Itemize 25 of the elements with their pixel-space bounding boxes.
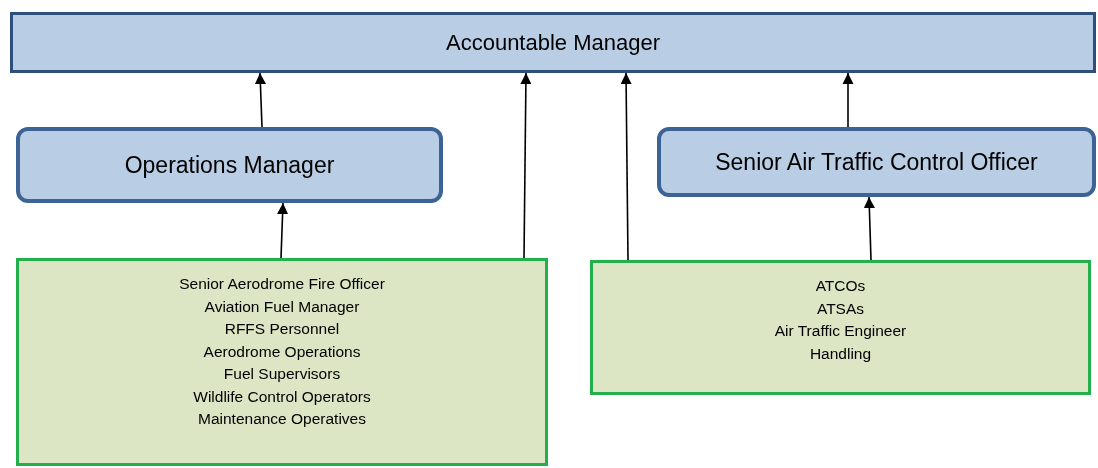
role-label: ATSAs (816, 298, 865, 319)
arrow (863, 196, 875, 261)
role-label: Senior Aerodrome Fire Officer (179, 274, 385, 294)
role-label: Accountable Manager (446, 29, 660, 57)
role-box (10, 12, 1096, 73)
role-label: Wildlife Control Operators (193, 386, 371, 407)
role-box (657, 127, 1096, 197)
role-label: ATCOs (815, 276, 866, 296)
role-label: Maintenance Operatives (198, 409, 366, 429)
role-label: Aerodrome Operations (203, 341, 361, 362)
role-label: Operations Manager (124, 150, 335, 180)
role-label: Handling (809, 343, 872, 364)
role-box (16, 127, 443, 203)
role-label: RFFS Personnel (224, 319, 340, 339)
arrow (277, 202, 289, 259)
staff-list-box (16, 258, 548, 466)
role-label: Air Traffic Engineer (774, 321, 907, 341)
role-label: Fuel Supervisors (223, 364, 341, 384)
arrow (620, 72, 632, 261)
arrow (254, 72, 266, 128)
staff-list-box (590, 260, 1091, 395)
arrow (520, 72, 532, 259)
role-label: Aviation Fuel Manager (204, 296, 360, 317)
role-label: Senior Air Traffic Control Officer (715, 147, 1038, 177)
arrow (842, 72, 854, 128)
